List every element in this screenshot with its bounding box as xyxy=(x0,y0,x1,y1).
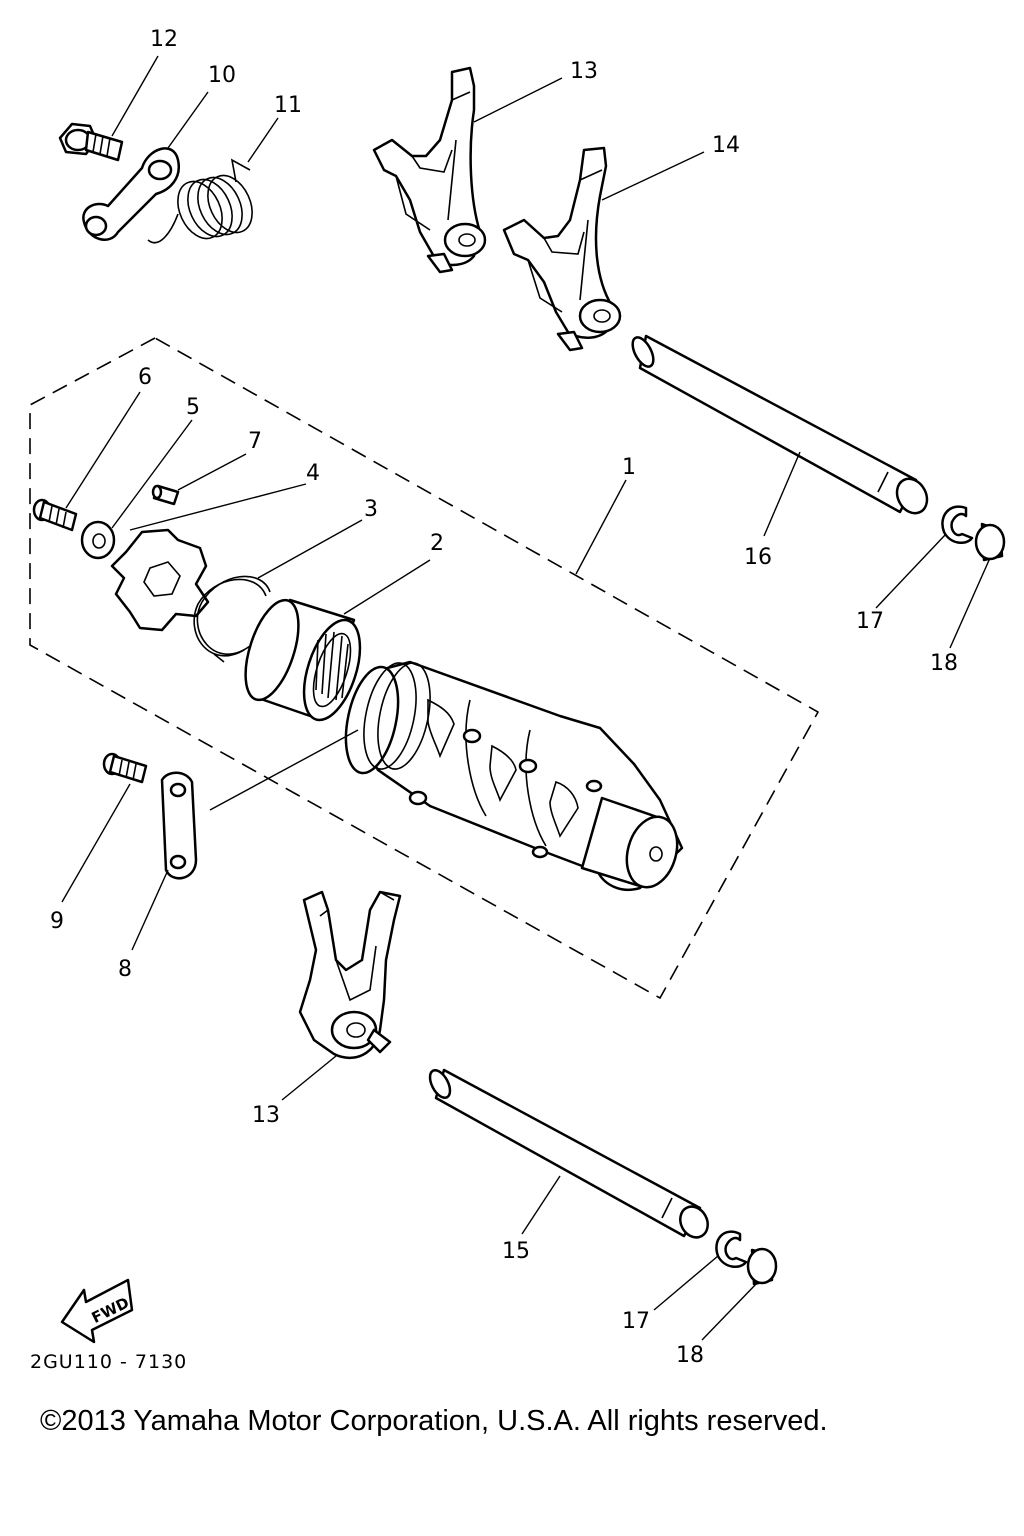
part-14-shift-fork xyxy=(502,146,622,352)
label-2: 2 xyxy=(430,531,444,556)
part-11-torsion-spring xyxy=(147,158,253,244)
label-5: 5 xyxy=(186,395,200,420)
label-13-lower: 13 xyxy=(252,1103,280,1128)
part-7-dowel-pin xyxy=(151,484,180,506)
label-6: 6 xyxy=(138,365,152,390)
label-18-lower: 18 xyxy=(676,1343,704,1368)
copyright-notice: ©2013 Yamaha Motor Corporation, U.S.A. A… xyxy=(40,1405,828,1437)
label-18-upper: 18 xyxy=(930,651,958,676)
part-8-stopper-plate xyxy=(160,771,198,880)
part-6-screw xyxy=(32,498,78,532)
label-12: 12 xyxy=(150,27,178,52)
part-16-guide-bar xyxy=(631,334,929,515)
label-10: 10 xyxy=(208,63,236,88)
assembly-boundary xyxy=(29,337,820,1000)
fwd-arrow-icon: FWD xyxy=(60,1278,134,1344)
part-13-shift-fork-lower xyxy=(298,890,402,1060)
diagram-code: 2GU110 - 7130 xyxy=(30,1351,187,1373)
label-13-upper: 13 xyxy=(570,59,598,84)
part-13-shift-fork-upper xyxy=(372,66,487,274)
part-4-segment xyxy=(110,528,210,632)
part-1-shift-cam xyxy=(344,660,684,891)
label-15: 15 xyxy=(502,1239,530,1264)
part-15-guide-bar xyxy=(428,1068,709,1239)
label-17-upper: 17 xyxy=(856,609,884,634)
part-2-bearing xyxy=(244,598,362,722)
label-14: 14 xyxy=(712,133,740,158)
part-17-circlip-lower xyxy=(715,1230,748,1269)
label-8: 8 xyxy=(118,957,132,982)
label-4: 4 xyxy=(306,461,320,486)
label-17-lower: 17 xyxy=(622,1309,650,1334)
label-11: 11 xyxy=(274,93,302,118)
label-3: 3 xyxy=(364,497,378,522)
leader-lines xyxy=(61,55,991,1341)
label-7: 7 xyxy=(248,429,262,454)
part-9-screw xyxy=(102,752,148,784)
part-12-bolt xyxy=(58,122,124,162)
part-18-cap-upper xyxy=(974,522,1006,562)
part-18-cap-lower xyxy=(746,1247,778,1286)
part-5-washer xyxy=(80,520,116,560)
part-10-stopper-lever xyxy=(82,147,181,241)
part-number-labels: 12 10 11 13 14 6 5 7 4 3 2 1 16 17 18 9 … xyxy=(50,27,958,1368)
label-1: 1 xyxy=(622,455,636,480)
part-17-circlip-upper xyxy=(941,505,974,545)
label-9: 9 xyxy=(50,909,64,934)
label-16: 16 xyxy=(744,545,772,570)
